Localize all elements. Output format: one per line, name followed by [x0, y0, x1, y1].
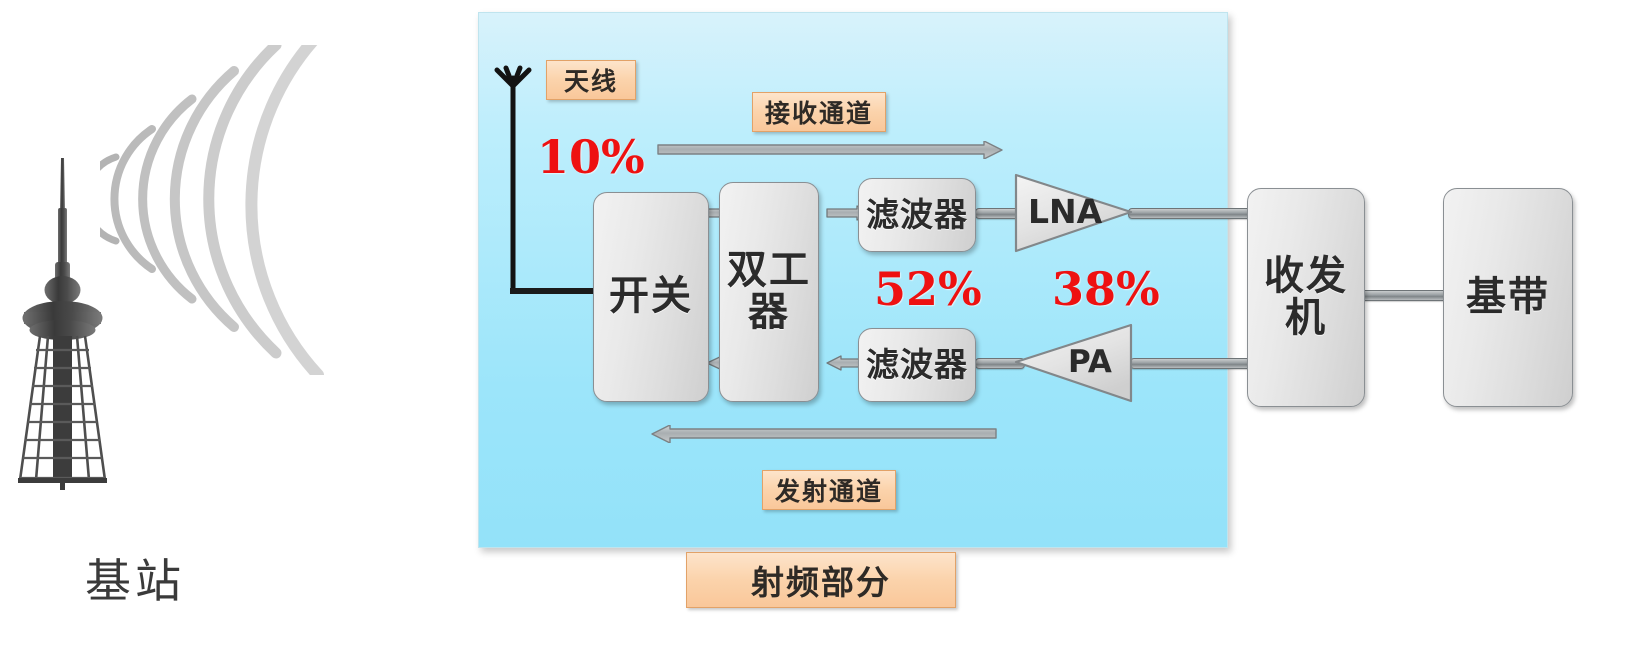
block-baseband-label: 基带 — [1466, 273, 1550, 320]
antenna-percent-label: 10% — [537, 130, 645, 184]
block-filter-tx-label: 滤波器 — [866, 344, 968, 384]
rx-channel-arrow — [656, 140, 1004, 160]
block-baseband[interactable]: 基带 — [1443, 188, 1573, 407]
block-filter-rx-label: 滤波器 — [866, 194, 968, 234]
block-pa[interactable]: PA — [1012, 322, 1134, 404]
block-transceiver-label: 收发机 — [1264, 252, 1348, 341]
block-duplexer-label: 双工器 — [727, 247, 811, 335]
filter-percent-label: 52% — [874, 262, 982, 316]
rx-channel-tag: 接收通道 — [752, 92, 886, 132]
block-pa-label: PA — [1068, 344, 1112, 380]
transceiver-to-pa-pipe — [1130, 358, 1255, 369]
block-filter-tx[interactable]: 滤波器 — [858, 328, 976, 402]
tx-channel-arrow — [650, 424, 998, 444]
amplifier-percent-label: 38% — [1052, 262, 1160, 316]
transceiver-to-baseband-pipe — [1361, 290, 1447, 301]
radio-waves-icon — [81, 25, 430, 381]
tx-channel-tag: 发射通道 — [762, 470, 896, 510]
block-transceiver[interactable]: 收发机 — [1247, 188, 1365, 407]
antenna-feed-wire — [510, 288, 596, 294]
antenna-label-tag: 天线 — [546, 60, 636, 100]
block-lna[interactable]: LNA — [1012, 172, 1134, 254]
cell-tower-icon — [10, 150, 260, 550]
block-filter-rx[interactable]: 滤波器 — [858, 178, 976, 252]
lna-to-transceiver-pipe — [1128, 208, 1255, 219]
block-switch-label: 开关 — [609, 273, 693, 320]
rf-section-tag: 射频部分 — [686, 552, 956, 608]
base-station-caption: 基站 — [85, 554, 185, 608]
block-lna-label: LNA — [1028, 192, 1103, 231]
antenna-icon — [486, 62, 546, 302]
block-duplexer[interactable]: 双工器 — [719, 182, 819, 402]
block-switch[interactable]: 开关 — [593, 192, 709, 402]
